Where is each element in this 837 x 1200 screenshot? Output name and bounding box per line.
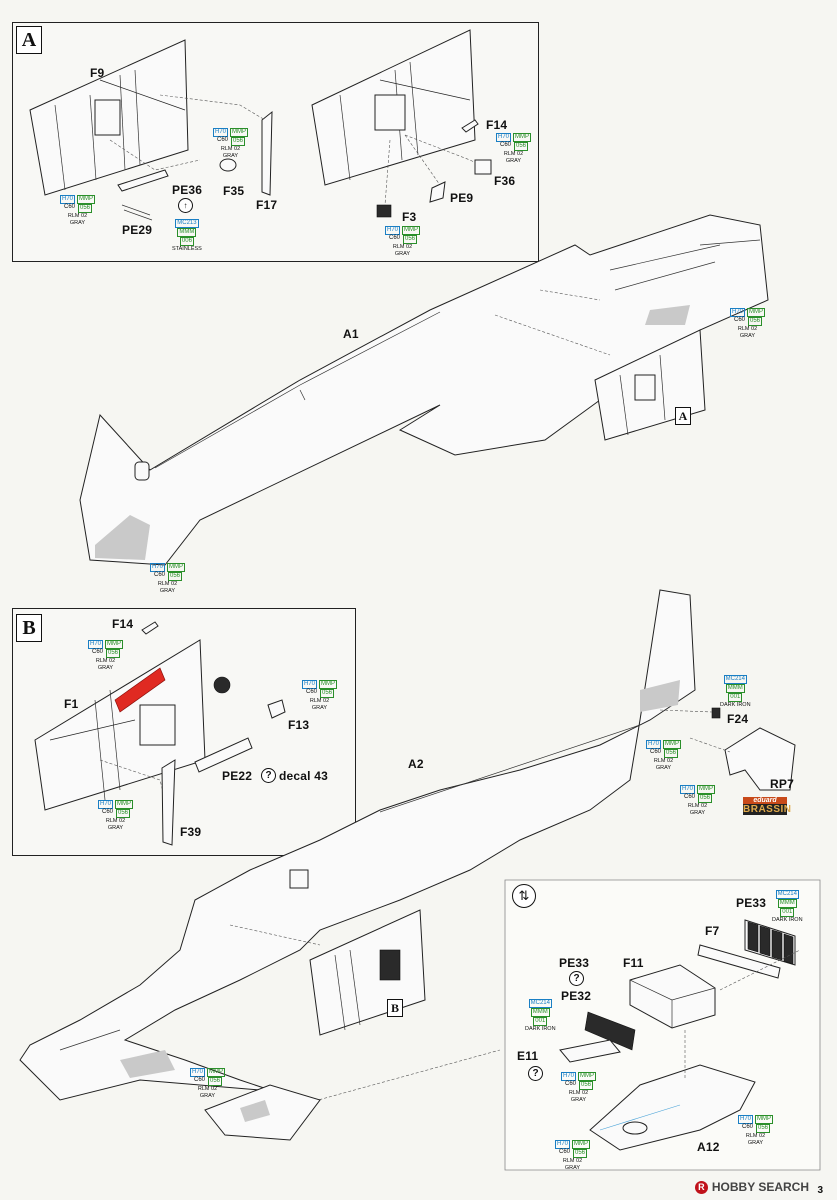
f7-part xyxy=(697,944,781,979)
label-a12: A12 xyxy=(697,1140,720,1154)
label-f36: F36 xyxy=(494,174,516,188)
f14-part-a xyxy=(461,119,479,133)
f11-part xyxy=(629,964,716,1029)
cockpit-wall-left-a xyxy=(29,39,201,196)
detail-circle xyxy=(213,676,231,694)
option-swap-icon: ⇅ xyxy=(512,884,536,908)
fuselage-half-a2 xyxy=(19,589,696,1106)
pe22-part xyxy=(194,737,253,773)
f36-part xyxy=(474,159,492,175)
question-icon-pe22: ? xyxy=(261,768,276,783)
label-pe29: PE29 xyxy=(122,223,153,237)
label-pe33-top: PE33 xyxy=(736,896,767,910)
rp7-part xyxy=(724,727,796,791)
step-b-badge: B xyxy=(16,614,42,642)
label-f7: F7 xyxy=(705,924,720,938)
label-f3: F3 xyxy=(402,210,417,224)
label-f39: F39 xyxy=(180,825,202,839)
a12-part xyxy=(589,1064,756,1151)
page-number: 3 xyxy=(817,1185,823,1196)
f39-part xyxy=(161,759,176,846)
watermark: R HOBBY SEARCH xyxy=(694,1180,809,1194)
cockpit-subassembly-b xyxy=(309,909,426,1036)
pe36-part xyxy=(117,169,169,192)
label-pe22: PE22 xyxy=(222,769,253,783)
question-icon-pe33: ? xyxy=(569,971,584,986)
pe32-grid xyxy=(584,1011,636,1051)
label-pe32: PE32 xyxy=(561,989,592,1003)
watermark-text: HOBBY SEARCH xyxy=(711,1180,809,1194)
pe9-part xyxy=(429,181,446,203)
e11-part xyxy=(559,1039,621,1063)
question-icon-e11: ? xyxy=(528,1066,543,1081)
pe33-grid-top xyxy=(744,919,796,966)
label-f14-a: F14 xyxy=(486,118,508,132)
f24-part xyxy=(711,707,721,719)
ref-badge-b: B xyxy=(387,999,403,1017)
paint-callout-b-darkiron: MC214 MMM 001 DARK IRON xyxy=(720,675,751,708)
label-f24: F24 xyxy=(727,712,749,726)
f35-part xyxy=(219,158,237,172)
underside-panel-a2 xyxy=(204,1084,321,1141)
paint-callout-opt-darkiron1: MC214 MMM 001 DARK IRON xyxy=(772,890,803,923)
f3-part xyxy=(376,204,392,218)
step-a-badge: A xyxy=(16,26,42,54)
label-f13: F13 xyxy=(288,718,310,732)
hobbysearch-logo-icon: R xyxy=(694,1180,708,1194)
ref-badge-a: A xyxy=(675,407,691,425)
arrow-up-icon: ↑ xyxy=(178,198,193,213)
f17-part xyxy=(261,110,273,196)
paint-callout-a-stainless: MC213 MMM 006 STAINLESS xyxy=(172,219,202,252)
label-a1: A1 xyxy=(343,327,359,341)
label-rp7: RP7 xyxy=(770,777,794,791)
cockpit-wall-right-a xyxy=(311,29,481,206)
label-f1: F1 xyxy=(64,697,79,711)
label-f17: F17 xyxy=(256,198,278,212)
label-f9: F9 xyxy=(90,66,105,80)
paint-callout-opt-darkiron2: MC214 MMM 001 DARK IRON xyxy=(525,999,556,1032)
brassin-logo: eduard BRASSIN xyxy=(743,797,792,815)
label-f11: F11 xyxy=(623,956,644,970)
label-decal: decal 43 xyxy=(279,769,328,783)
label-f35: F35 xyxy=(223,184,245,198)
f13-part xyxy=(267,699,286,719)
label-a2: A2 xyxy=(408,757,424,771)
label-e11: E11 xyxy=(517,1049,539,1063)
label-f14-b: F14 xyxy=(112,617,134,631)
f14-part-b xyxy=(141,621,159,635)
pe29-part xyxy=(121,204,153,221)
label-pe9: PE9 xyxy=(450,191,474,205)
label-pe36: PE36 xyxy=(172,183,203,197)
label-pe33-mid: PE33 xyxy=(559,956,590,970)
